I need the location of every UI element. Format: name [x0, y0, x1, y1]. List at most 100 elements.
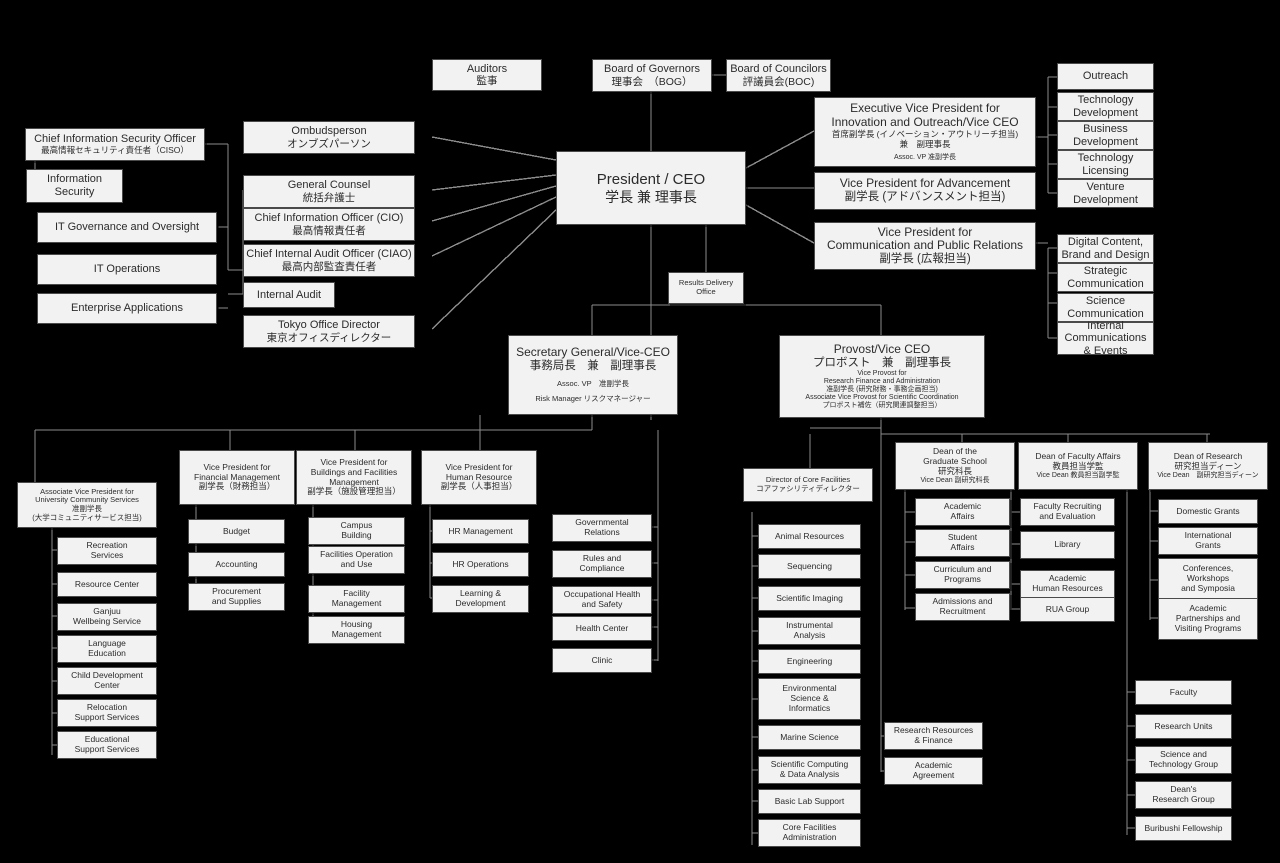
node-tokyo-office-label-en: Tokyo Office Director	[278, 319, 380, 332]
node-ganjuu-wellbeing-service[interactable]: Ganjuu Wellbeing Service	[57, 603, 157, 631]
node-student-affairs[interactable]: Student Affairs	[915, 529, 1010, 557]
node-digital-content-brand-design[interactable]: Digital Content, Brand and Design	[1057, 234, 1154, 263]
node-internal-audit[interactable]: Internal Audit	[243, 282, 335, 308]
node-results-delivery-office[interactable]: Results Delivery Office	[668, 272, 744, 304]
node-ombudsperson[interactable]: Ombudsperson オンブズパーソン	[243, 121, 415, 154]
node-academic-agreement[interactable]: Academic Agreement	[884, 757, 983, 785]
node-hr-operations[interactable]: HR Operations	[432, 552, 529, 577]
node-vp-communication-pr[interactable]: Vice President for Communication and Pub…	[814, 222, 1036, 270]
node-educational-support-services[interactable]: Educational Support Services	[57, 731, 157, 759]
node-technology-licensing[interactable]: Technology Licensing	[1057, 150, 1154, 179]
node-vp-financial-management[interactable]: Vice President for Financial Management …	[179, 450, 295, 505]
node-library[interactable]: Library	[1020, 531, 1115, 559]
node-scientific-imaging[interactable]: Scientific Imaging	[758, 586, 861, 611]
node-board-of-councilors-label-jp: 評議員会(BOC)	[742, 75, 815, 88]
node-core-facilities-administration[interactable]: Core Facilities Administration	[758, 819, 861, 847]
node-clinic[interactable]: Clinic	[552, 648, 652, 673]
node-academic-affairs[interactable]: Academic Affairs	[915, 498, 1010, 526]
node-relocation-label-2: Support Services	[74, 712, 140, 722]
node-evp-innovation-outreach[interactable]: Executive Vice President for Innovation …	[814, 97, 1036, 167]
node-resource-center[interactable]: Resource Center	[57, 572, 157, 597]
node-faculty-recruiting-evaluation[interactable]: Faculty Recruiting and Evaluation	[1020, 498, 1115, 526]
node-engineering[interactable]: Engineering	[758, 649, 861, 674]
node-technology-development[interactable]: Technology Development	[1057, 92, 1154, 121]
node-general-counsel[interactable]: General Counsel 統括弁護士	[243, 175, 415, 208]
node-ciao[interactable]: Chief Internal Audit Officer (CIAO) 最高内部…	[243, 244, 415, 277]
node-budget[interactable]: Budget	[188, 519, 285, 544]
node-board-of-councilors[interactable]: Board of Councilors 評議員会(BOC)	[726, 59, 831, 92]
node-rua-group[interactable]: RUA Group	[1020, 597, 1115, 622]
node-tokyo-office-director[interactable]: Tokyo Office Director 東京オフィスディレクター	[243, 315, 415, 348]
node-director-of-core-facilities[interactable]: Director of Core Facilities コアファシリティディレク…	[743, 468, 873, 502]
node-provost[interactable]: Provost/Vice CEO プロボスト 兼 副理事長 Vice Provo…	[779, 335, 985, 418]
node-dean-faculty-affairs[interactable]: Dean of Faculty Affairs 教員担当学監 Vice Dean…	[1018, 442, 1138, 490]
node-information-security[interactable]: Information Security	[26, 169, 123, 203]
node-sequencing[interactable]: Sequencing	[758, 554, 861, 579]
node-animal-resources-label: Animal Resources	[775, 530, 844, 541]
node-dean-faculty-label-jp: 教員担当学監	[1052, 460, 1104, 471]
node-recreation-services[interactable]: Recreation Services	[57, 537, 157, 565]
node-deans-research-group[interactable]: Dean's Research Group	[1135, 781, 1232, 809]
node-science-communication[interactable]: Science Communication	[1057, 293, 1154, 322]
node-dean-graduate-school[interactable]: Dean of the Graduate School 研究科長 Vice De…	[895, 442, 1015, 490]
node-cio[interactable]: Chief Information Officer (CIO) 最高情報責任者	[243, 208, 415, 241]
node-vp-buildings-facilities[interactable]: Vice President for Buildings and Facilit…	[296, 450, 412, 505]
node-rules-and-compliance[interactable]: Rules and Compliance	[552, 550, 652, 578]
node-governmental-relations[interactable]: Governmental Relations	[552, 514, 652, 542]
node-buribushi-fellowship[interactable]: Buribushi Fellowship	[1135, 816, 1232, 841]
node-it-operations[interactable]: IT Operations	[37, 254, 217, 285]
node-secretary-general[interactable]: Secretary General/Vice-CEO 事務局長 兼 副理事長 A…	[508, 335, 678, 415]
node-occ-health-label-2: and Safety	[581, 599, 623, 609]
node-housing-management-label-2: Management	[331, 629, 382, 639]
node-vp-advancement[interactable]: Vice President for Advancement 副学長 (アドバン…	[814, 172, 1036, 210]
node-domestic-grants[interactable]: Domestic Grants	[1158, 499, 1258, 524]
node-procurement-and-supplies[interactable]: Procurement and Supplies	[188, 583, 285, 611]
node-enterprise-applications[interactable]: Enterprise Applications	[37, 293, 217, 324]
node-internal-communications-events[interactable]: Internal Communications & Events	[1057, 320, 1154, 357]
node-occupational-health-and-safety[interactable]: Occupational Health and Safety	[552, 586, 652, 614]
node-ciso[interactable]: Chief Information Security Officer 最高情報セ…	[25, 128, 205, 161]
node-accounting[interactable]: Accounting	[188, 552, 285, 577]
node-board-of-governors[interactable]: Board of Governors 理事会 （BOG）	[592, 59, 712, 92]
node-research-resources-finance[interactable]: Research Resources & Finance	[884, 722, 983, 750]
node-env-science-label-3: Informatics	[788, 702, 831, 713]
node-basic-lab-support[interactable]: Basic Lab Support	[758, 789, 861, 814]
node-curriculum-and-programs[interactable]: Curriculum and Programs	[915, 561, 1010, 589]
node-science-and-technology-group[interactable]: Science and Technology Group	[1135, 746, 1232, 774]
node-strategic-communication[interactable]: Strategic Communication	[1057, 263, 1154, 292]
node-outreach[interactable]: Outreach	[1057, 63, 1154, 90]
node-curriculum-label-1: Curriculum and	[933, 564, 992, 575]
node-business-development[interactable]: Business Development	[1057, 121, 1154, 150]
node-marine-science[interactable]: Marine Science	[758, 725, 861, 750]
node-housing-management[interactable]: Housing Management	[308, 616, 405, 644]
node-scientific-computing-data-analysis[interactable]: Scientific Computing & Data Analysis	[758, 756, 861, 784]
node-learning-and-development[interactable]: Learning & Development	[432, 585, 529, 613]
node-conferences-workshops-symposia[interactable]: Conferences, Workshops and Symposia	[1158, 558, 1258, 600]
node-health-center[interactable]: Health Center	[552, 616, 652, 641]
node-animal-resources[interactable]: Animal Resources	[758, 524, 861, 549]
node-research-units[interactable]: Research Units	[1135, 714, 1232, 739]
node-child-development-center[interactable]: Child Development Center	[57, 667, 157, 695]
node-academic-affairs-label-1: Academic	[943, 501, 982, 512]
node-vp-human-resource[interactable]: Vice President for Human Resource 副学長（人事…	[421, 450, 537, 505]
node-language-education[interactable]: Language Education	[57, 635, 157, 663]
node-instrumental-analysis[interactable]: Instrumental Analysis	[758, 617, 861, 645]
node-hr-management[interactable]: HR Management	[432, 519, 529, 544]
node-facilities-operation-and-use[interactable]: Facilities Operation and Use	[308, 546, 405, 574]
node-campus-building[interactable]: Campus Building	[308, 517, 405, 545]
node-sci-computing-label-1: Scientific Computing	[770, 759, 849, 770]
node-facility-management[interactable]: Facility Management	[308, 585, 405, 613]
node-faculty[interactable]: Faculty	[1135, 680, 1232, 705]
node-venture-development[interactable]: Venture Development	[1057, 179, 1154, 208]
node-president-ceo[interactable]: President / CEO 学長 兼 理事長	[556, 151, 746, 225]
node-relocation-support-services[interactable]: Relocation Support Services	[57, 699, 157, 727]
node-avp-university-community-services[interactable]: Associate Vice President for University …	[17, 482, 157, 528]
node-academic-partnerships-visiting-programs[interactable]: Academic Partnerships and Visiting Progr…	[1158, 598, 1258, 640]
node-environmental-science-informatics[interactable]: Environmental Science & Informatics	[758, 678, 861, 720]
node-dean-research[interactable]: Dean of Research 研究担当ディーン Vice Dean 副研究担…	[1148, 442, 1268, 490]
node-it-governance-and-oversight[interactable]: IT Governance and Oversight	[37, 212, 217, 243]
node-admissions-and-recruitment[interactable]: Admissions and Recruitment	[915, 593, 1010, 621]
node-academic-human-resources[interactable]: Academic Human Resources	[1020, 570, 1115, 598]
node-international-grants[interactable]: International Grants	[1158, 527, 1258, 555]
node-auditors[interactable]: Auditors 監事	[432, 59, 542, 91]
